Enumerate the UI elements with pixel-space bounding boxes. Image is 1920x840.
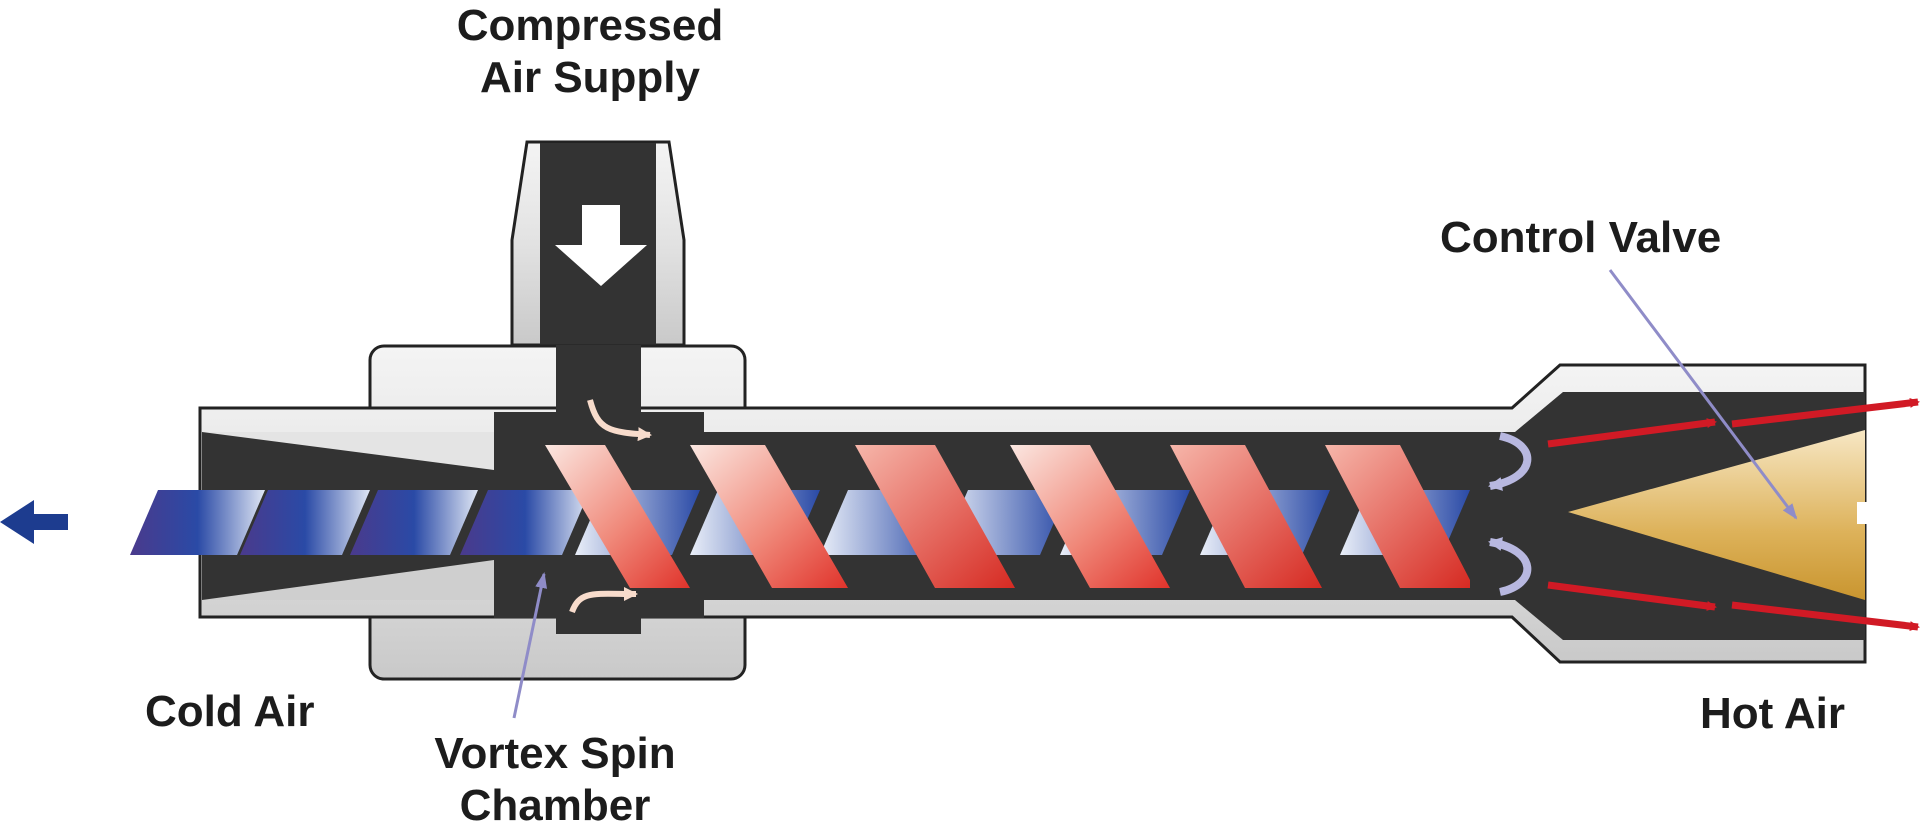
cold-air-label: Cold Air (145, 687, 315, 736)
vortex-spin-chamber-label: Vortex Spin Chamber (400, 728, 710, 832)
vortex-spin-chamber-label-line1: Vortex Spin (434, 729, 676, 778)
return-curl-arrow-icon (1488, 537, 1532, 596)
control-valve-stem (1857, 502, 1867, 524)
hot-air-vortex (545, 445, 1470, 588)
control-valve-leader-line (1608, 269, 1798, 520)
compressed-air-supply-label-line1: Compressed (456, 1, 724, 50)
vortex-spin-chamber-label-line2: Chamber (459, 781, 651, 830)
hot-air-label: Hot Air (1700, 689, 1846, 738)
compressed-air-supply-label: Compressed Air Supply (420, 0, 760, 104)
swirl-arrow-icon (569, 586, 638, 614)
cold-end-taper-top (202, 432, 494, 470)
spin-chamber-leader-line (512, 572, 548, 719)
swirl-arrow-icon (587, 399, 652, 442)
compressed-air-supply-label-line2: Air Supply (479, 53, 701, 102)
down-arrow-icon (555, 205, 647, 286)
hot-exit-arrow-icon (1547, 397, 1920, 448)
return-curl-arrow-icon (1488, 432, 1532, 491)
hot-exit-arrow-icon (1547, 581, 1920, 632)
control-valve-cone (1568, 430, 1865, 600)
cold-end-taper-bottom (202, 560, 494, 600)
cold-exit-arrow-icon (0, 500, 68, 544)
control-valve-label: Control Valve (1440, 213, 1722, 262)
